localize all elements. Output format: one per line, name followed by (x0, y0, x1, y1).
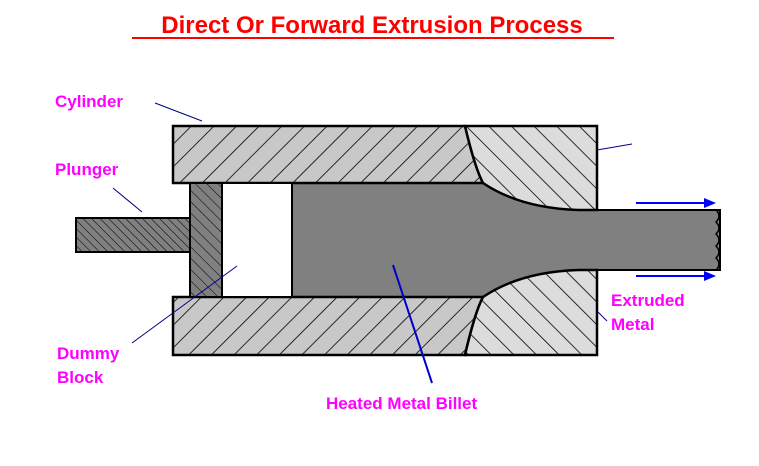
die-top (463, 124, 599, 212)
flow-arrow-bottom (636, 271, 716, 281)
label-plunger: Plunger (55, 160, 119, 179)
flow-arrow-top (636, 198, 716, 208)
label-cylinder: Cylinder (55, 92, 123, 111)
dummy-block-leader (131, 265, 238, 344)
plunger-rod (75, 217, 191, 253)
die-bottom (463, 268, 599, 357)
cylinder-leader (154, 102, 203, 122)
label-dummy-block-line2: Block (57, 368, 104, 387)
die-leader (596, 143, 633, 151)
page-title: Direct Or Forward Extrusion Process (161, 12, 582, 39)
label-extruded-metal-line1: Extruded (611, 291, 685, 310)
cylinder-chamber-gap (221, 182, 293, 298)
cylinder-bottom (171, 295, 486, 357)
extruded-metal-end (714, 209, 720, 271)
heated-metal-billet (291, 182, 721, 298)
cylinder-top (171, 124, 486, 185)
label-dummy-block-line1: Dummy (57, 344, 120, 363)
plunger-leader (112, 187, 143, 213)
extruded-metal-leader (597, 311, 608, 322)
dummy-block (189, 182, 223, 298)
label-heated-metal-billet: Heated Metal Billet (326, 394, 477, 413)
billet-leader (392, 264, 433, 384)
label-extruded-metal-line2: Metal (611, 315, 654, 334)
